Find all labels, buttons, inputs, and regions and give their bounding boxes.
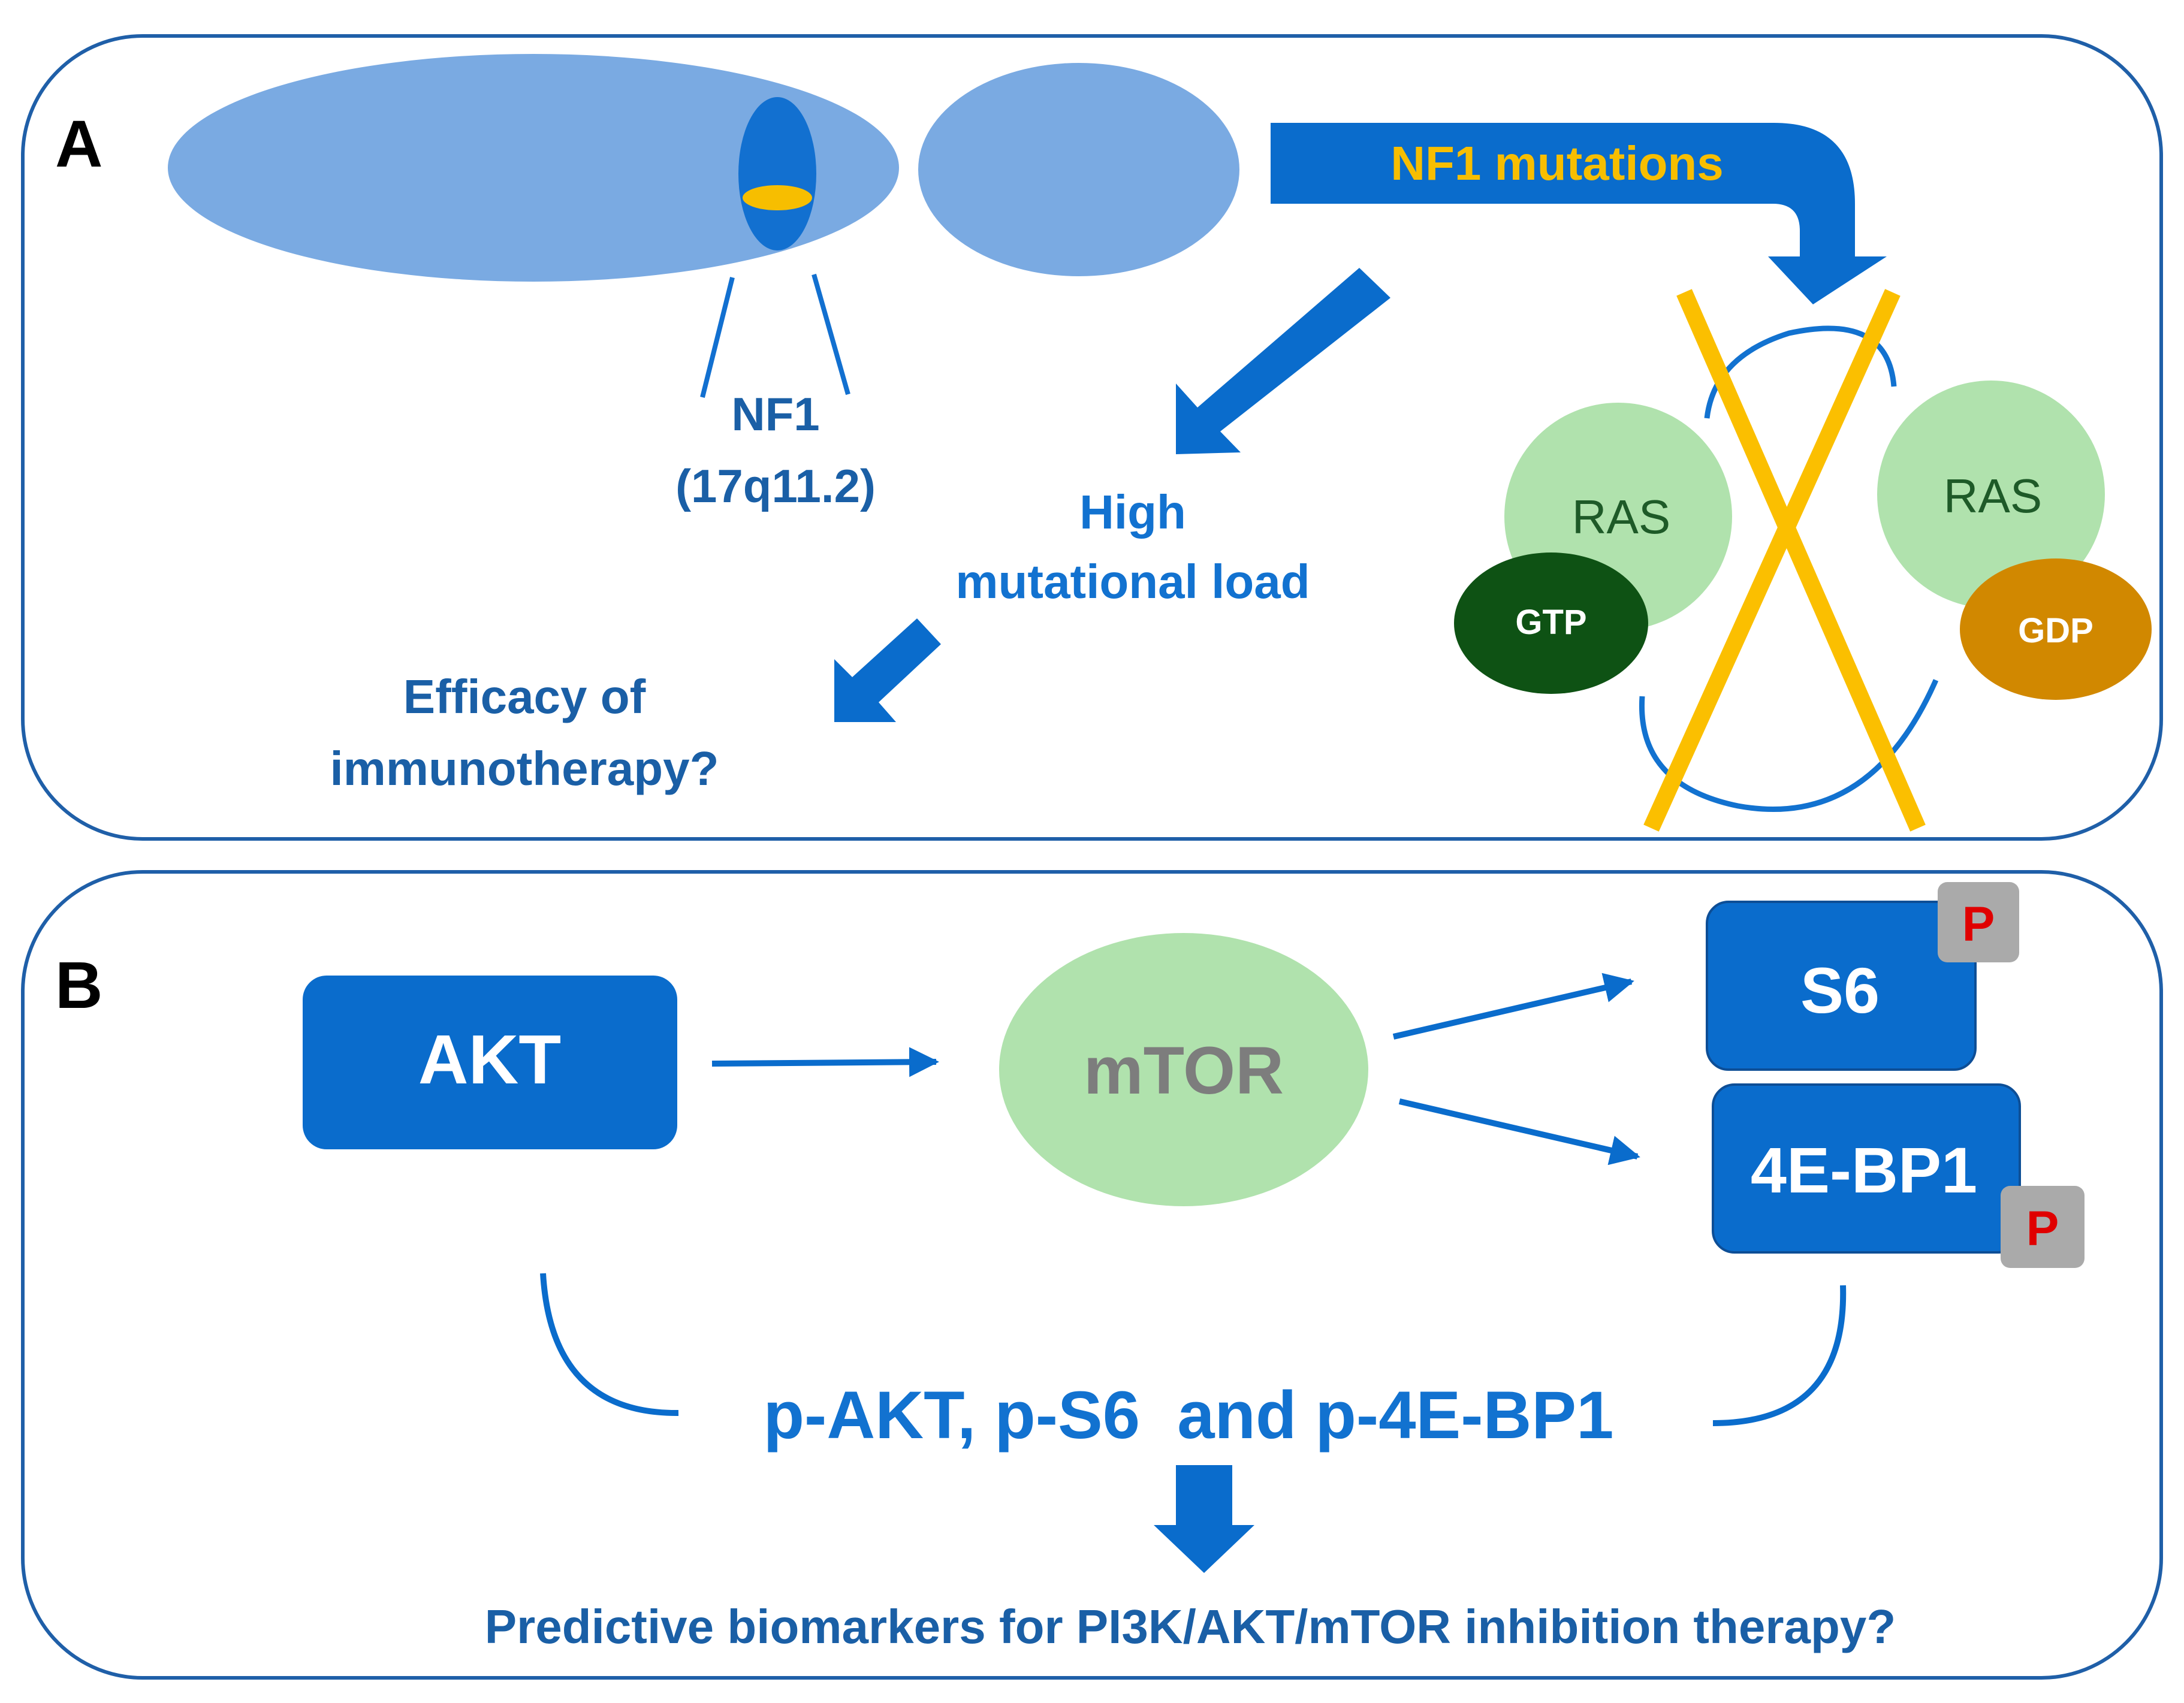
- s6-phospho-badge: [1938, 882, 2019, 962]
- nf1-locus-band: [743, 185, 812, 210]
- ras-cycle: RAS GTP RAS GDP: [1454, 289, 2152, 832]
- ras-right-icon: [1877, 381, 2105, 608]
- akt-label: AKT: [418, 1020, 561, 1098]
- gtp-icon: [1454, 552, 1648, 694]
- akt-to-mtor-arrow: [711, 1047, 939, 1077]
- gdp-icon: [1960, 558, 2152, 700]
- block-cross-line-1: [1676, 289, 1926, 832]
- 4ebp1-label: 4E-BP1: [1751, 1134, 1977, 1206]
- panel-b-letter: B: [55, 949, 102, 1022]
- locus-pointer-right: [812, 273, 850, 395]
- bracket-left: [540, 1273, 679, 1417]
- 4ebp1-box: [1712, 1083, 2021, 1254]
- 4ebp1-phospho-badge: [2001, 1186, 2085, 1268]
- mtor-label: mTOR: [1084, 1033, 1284, 1108]
- panel-b: B AKT mTOR S6 P 4E-BP1 P p-AKT, p-S6 and…: [21, 870, 2163, 1680]
- biomarkers-down-arrow: [1154, 1465, 1254, 1573]
- panel-a: A NF1 (17q11.2) NF1 mutations High mutat…: [21, 34, 2163, 841]
- biomarkers-label: p-AKT, p-S6 and p-4E-BP1: [764, 1378, 1614, 1453]
- bracket-right: [1712, 1285, 1847, 1426]
- s6-label: S6: [1800, 954, 1880, 1026]
- immunotherapy-arrow: [834, 618, 941, 722]
- mtor-to-s6-arrow: [1392, 973, 1634, 1040]
- s6-box: [1706, 901, 1977, 1071]
- nf1-locus-label: (17q11.2): [675, 460, 876, 512]
- mutational-load-label: mutational load: [955, 555, 1310, 608]
- centromere-icon: [738, 97, 816, 250]
- high-label: High: [1079, 485, 1186, 539]
- gdp-label: GDP: [2018, 611, 2093, 650]
- panel-a-letter: A: [55, 107, 102, 181]
- gtp-label: GTP: [1515, 603, 1586, 642]
- chromosome-icon: [168, 54, 1239, 282]
- immunotherapy-label: immunotherapy?: [330, 742, 719, 795]
- efficacy-label: Efficacy of: [403, 670, 646, 723]
- nf1-mutations-arrow: [1271, 123, 1887, 304]
- therapy-question-label: Predictive biomarkers for PI3K/AKT/mTOR …: [485, 1600, 1896, 1653]
- mutational-load-arrow: [1176, 268, 1390, 454]
- 4ebp1-phospho-label: P: [2026, 1201, 2059, 1256]
- locus-pointer-left: [700, 277, 735, 398]
- akt-box: [303, 976, 677, 1149]
- ras-left-label: RAS: [1572, 490, 1671, 543]
- nf1-gene-label: NF1: [731, 388, 819, 440]
- mtor-to-4ebp1-arrow: [1398, 1098, 1640, 1165]
- block-cross-line-2: [1643, 289, 1901, 832]
- s6-phospho-label: P: [1962, 897, 1995, 952]
- mtor-icon: [999, 933, 1368, 1206]
- ras-right-label: RAS: [1944, 469, 2043, 523]
- nf1-mutations-label: NF1 mutations: [1390, 137, 1724, 190]
